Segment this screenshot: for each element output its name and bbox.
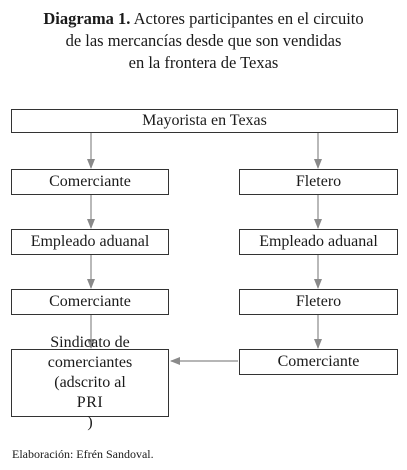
node-sindicato-line-3-prefix: (adscrito al xyxy=(54,374,126,391)
diagram-title: Diagrama 1. Actores participantes en el … xyxy=(0,8,407,74)
node-right-fletero-2-label: Fletero xyxy=(295,293,342,310)
node-mayorista: Mayorista en Texas xyxy=(11,109,398,133)
node-left-comerciante-2: Comerciante xyxy=(11,289,169,315)
node-right-empleado-aduanal: Empleado aduanal xyxy=(239,229,398,255)
title-line-2: de las mercancías desde que son vendidas xyxy=(65,31,342,50)
node-sindicato: Sindicato de comerciantes (adscrito al P… xyxy=(11,334,169,431)
node-left-comerciante-1-label: Comerciante xyxy=(49,173,131,190)
node-sindicato-line-3: (adscrito al PRI) xyxy=(54,373,126,433)
node-right-fletero-1: Fletero xyxy=(239,169,398,195)
node-left-empleado-aduanal-label: Empleado aduanal xyxy=(30,233,150,250)
node-left-empleado-aduanal: Empleado aduanal xyxy=(11,229,169,255)
node-right-comerciante: Comerciante xyxy=(239,349,398,375)
node-left-comerciante-1: Comerciante xyxy=(11,169,169,195)
node-mayorista-label: Mayorista en Texas xyxy=(142,112,267,129)
node-sindicato-line-1: Sindicato de xyxy=(50,334,130,351)
node-right-fletero-2: Fletero xyxy=(239,289,398,315)
title-line-1: Diagrama 1. Actores participantes en el … xyxy=(0,8,407,30)
node-sindicato-line-3-suffix: ) xyxy=(87,414,93,431)
title-line-1-text: Actores participantes en el circuito xyxy=(133,9,364,28)
node-right-comerciante-label: Comerciante xyxy=(277,353,360,370)
node-right-empleado-aduanal-label: Empleado aduanal xyxy=(259,233,378,250)
title-line-3: en la frontera de Texas xyxy=(128,53,279,72)
node-right-fletero-1-label: Fletero xyxy=(295,173,342,190)
node-sindicato-line-2: comerciantes xyxy=(47,354,133,371)
title-label: Diagrama 1. xyxy=(43,9,131,28)
node-sindicato-party: PRI xyxy=(76,394,104,411)
node-left-comerciante-2-label: Comerciante xyxy=(49,293,131,310)
credit-note: Elaboración: Efrén Sandoval. xyxy=(12,447,154,461)
